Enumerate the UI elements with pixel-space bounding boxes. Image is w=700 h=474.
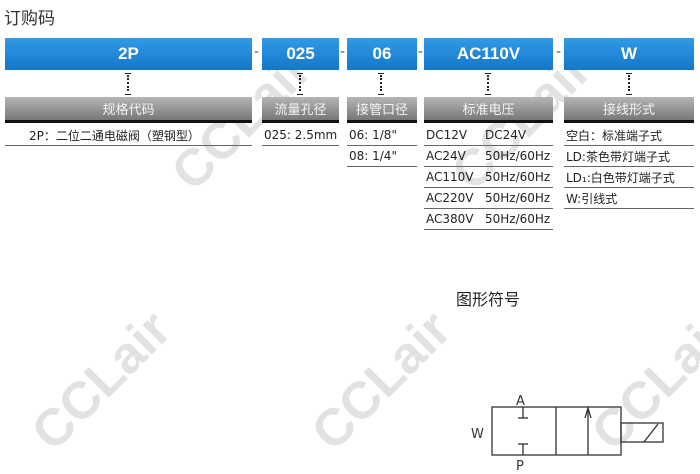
voltage: DC12V [426, 128, 468, 142]
code-spec: 2P [5, 38, 252, 70]
code-orifice: 025 [262, 38, 339, 70]
page-title: 订购码 [4, 9, 55, 29]
frequency: 50Hz/60Hz [485, 212, 551, 226]
list-item: AC220V 50Hz/60Hz [424, 188, 553, 209]
connector-icon [297, 73, 303, 95]
separator: - [340, 44, 346, 60]
frequency: DC24V [485, 128, 527, 142]
header-wiring: 接线形式 [564, 97, 694, 123]
connector-icon [378, 73, 384, 95]
frequency: 50Hz/60Hz [485, 149, 551, 163]
header-orifice: 流量孔径 [262, 97, 339, 123]
list-item: W:引线式 [564, 188, 694, 209]
list-item: LD:茶色带灯端子式 [564, 146, 694, 167]
list-item: AC110V 50Hz/60Hz [424, 167, 553, 188]
wiring-w-label: W [471, 427, 484, 442]
voltage: AC380V [426, 212, 474, 226]
list-item: AC380V 50Hz/60Hz [424, 209, 553, 230]
list-item: 2P：二位二通电磁阀（塑钢型） [5, 125, 252, 146]
wiring-list: 空白：标准端子式 LD:茶色带灯端子式 LD₁:白色带灯端子式 W:引线式 [564, 125, 694, 209]
voltage: AC24V [426, 149, 466, 163]
port-list: 06: 1/8" 08: 1/4" [347, 125, 417, 167]
spec-list: 2P：二位二通电磁阀（塑钢型） [5, 125, 252, 146]
separator: - [254, 44, 260, 60]
voltage-list: DC12V DC24V AC24V 50Hz/60Hz AC110V 50Hz/60H… [424, 125, 553, 230]
header-voltage: 标准电压 [424, 97, 553, 123]
list-item: LD₁:白色带灯端子式 [564, 167, 694, 188]
frequency: 50Hz/60Hz [485, 191, 551, 205]
connector-icon [626, 73, 632, 95]
list-item: 08: 1/4" [347, 146, 417, 167]
symbol-title: 图形符号 [456, 290, 521, 309]
port-p-label: P [516, 459, 524, 474]
connector-icon [125, 73, 131, 95]
port-a-label: A [516, 394, 525, 409]
code-wiring: W [564, 38, 694, 70]
list-item: 空白：标准端子式 [564, 125, 694, 146]
list-item: AC24V 50Hz/60Hz [424, 146, 553, 167]
code-voltage: AC110V [424, 38, 553, 70]
connector-icon [485, 73, 491, 95]
list-item: DC12V DC24V [424, 125, 553, 146]
orifice-list: 025: 2.5mm [262, 125, 339, 146]
voltage: AC220V [426, 191, 474, 205]
voltage: AC110V [426, 170, 474, 184]
list-item: 06: 1/8" [347, 125, 417, 146]
header-spec: 规格代码 [5, 97, 252, 123]
separator: - [556, 44, 562, 60]
separator: - [418, 44, 424, 60]
header-port: 接管口径 [347, 97, 417, 123]
code-port: 06 [347, 38, 417, 70]
list-item: 025: 2.5mm [262, 125, 339, 146]
frequency: 50Hz/60Hz [485, 170, 551, 184]
